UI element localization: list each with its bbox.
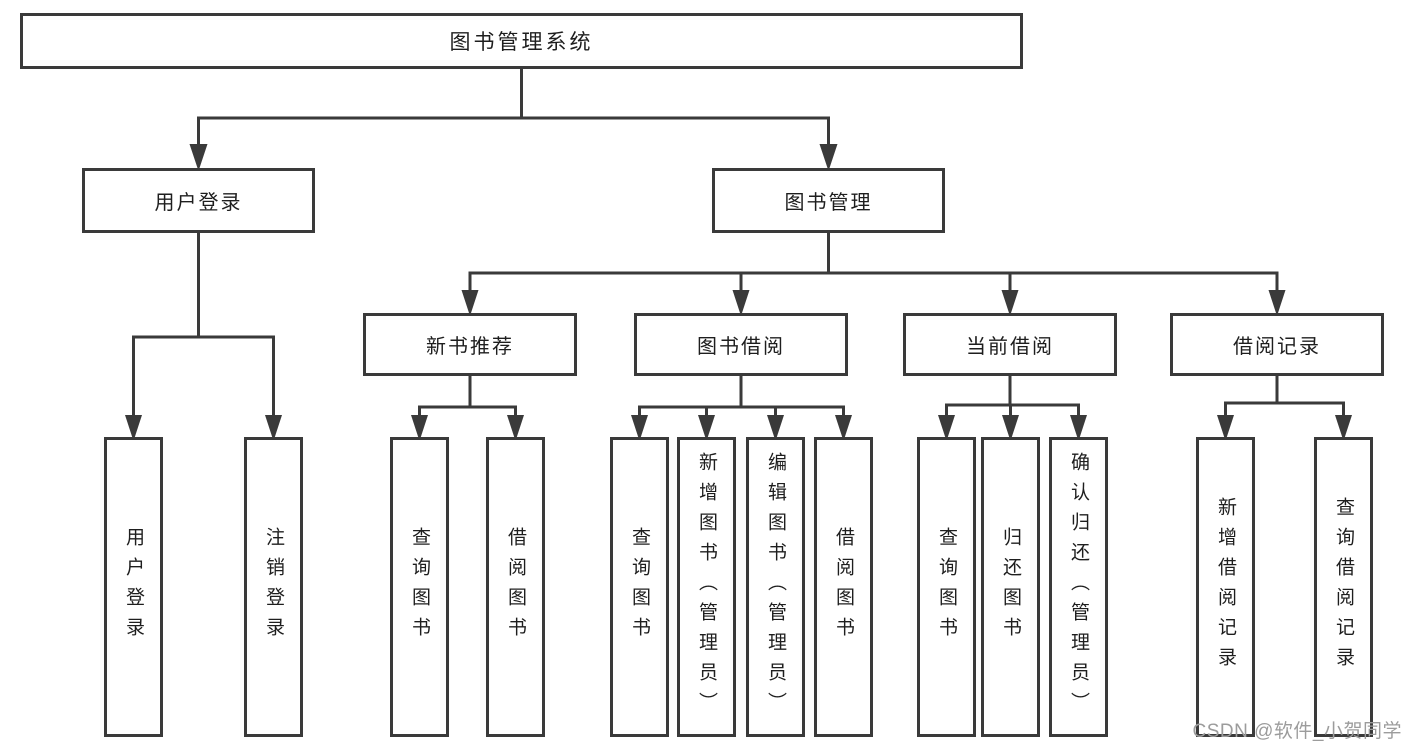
node-book-management: 图书管理	[712, 168, 945, 233]
node-label: 用户登录	[123, 527, 144, 647]
node-label: 借阅图书	[833, 527, 854, 647]
node-label: 查询图书	[629, 527, 650, 647]
node-label: 查询图书	[936, 527, 957, 647]
leaf-query-books-current: 查询图书	[917, 437, 976, 737]
node-label: 确认归还（管理员）	[1068, 452, 1089, 722]
leaf-query-books-borrowing: 查询图书	[610, 437, 669, 737]
node-label: 图书管理	[784, 192, 873, 214]
leaf-user-login: 用户登录	[104, 437, 163, 737]
node-label: 图书管理系统	[449, 31, 594, 54]
node-label: 查询图书	[409, 527, 430, 647]
leaf-return-books: 归还图书	[981, 437, 1040, 737]
leaf-query-books-recommend: 查询图书	[390, 437, 449, 737]
node-label: 编辑图书（管理员）	[765, 452, 786, 722]
node-label: 当前借阅	[966, 336, 1054, 358]
node-label: 图书借阅	[697, 336, 785, 358]
watermark: CSDN @软件_小贺同学	[1192, 721, 1402, 742]
leaf-add-book-admin: 新增图书（管理员）	[677, 437, 736, 737]
arrowheads	[125, 144, 1352, 441]
leaf-borrow-books-borrowing: 借阅图书	[814, 437, 873, 737]
leaf-borrow-books-recommend: 借阅图书	[486, 437, 545, 737]
node-user-login: 用户登录	[82, 168, 315, 233]
node-label: 借阅图书	[505, 527, 526, 647]
leaf-edit-book-admin: 编辑图书（管理员）	[746, 437, 805, 737]
node-label: 查询借阅记录	[1333, 497, 1354, 677]
node-label: 新书推荐	[426, 336, 514, 358]
node-borrow-records: 借阅记录	[1170, 313, 1384, 376]
leaf-query-borrow-record: 查询借阅记录	[1314, 437, 1373, 737]
leaf-confirm-return-admin: 确认归还（管理员）	[1049, 437, 1108, 737]
node-label: 归还图书	[1000, 527, 1021, 647]
node-library-management-system: 图书管理系统	[20, 13, 1023, 69]
node-label: 用户登录	[154, 192, 243, 214]
node-new-book-recommend: 新书推荐	[363, 313, 577, 376]
node-label: 借阅记录	[1233, 336, 1321, 358]
node-label: 注销登录	[263, 527, 284, 647]
node-label: 新增借阅记录	[1215, 497, 1236, 677]
leaf-logout-login: 注销登录	[244, 437, 303, 737]
node-label: 新增图书（管理员）	[696, 452, 717, 722]
node-book-borrowing: 图书借阅	[634, 313, 848, 376]
leaf-add-borrow-record: 新增借阅记录	[1196, 437, 1255, 737]
node-current-borrowing: 当前借阅	[903, 313, 1117, 376]
